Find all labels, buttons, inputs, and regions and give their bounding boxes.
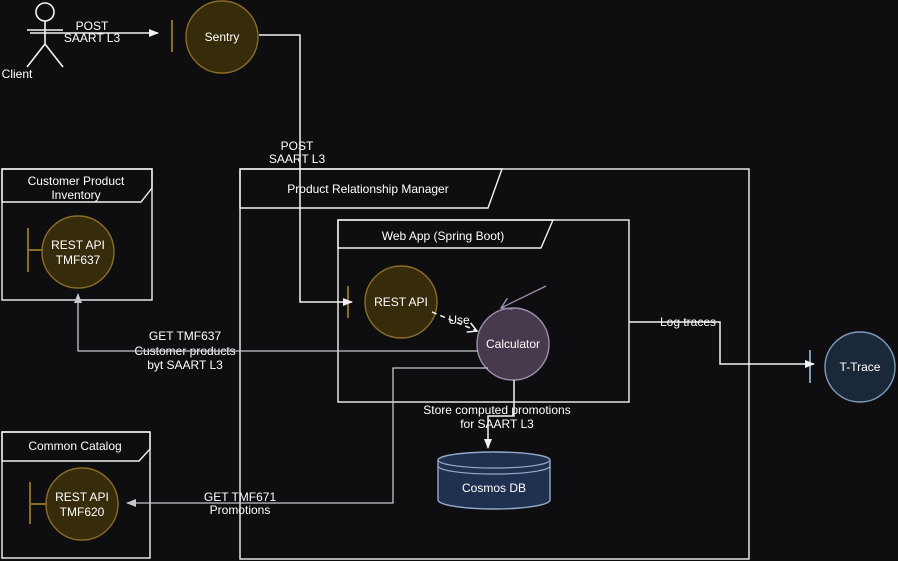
edge-calculator-to-cosmos[interactable] xyxy=(484,380,515,449)
node-cosmos-db[interactable] xyxy=(437,451,551,510)
container-web-app[interactable] xyxy=(337,219,630,403)
edge-post-prm-label1: POST xyxy=(281,139,314,153)
t-trace-label: T-Trace xyxy=(840,360,881,374)
calculator-annotation-arrow xyxy=(499,285,547,310)
node-rest-api[interactable] xyxy=(364,265,438,339)
calculator-label: Calculator xyxy=(486,337,540,351)
cylinder-rim-2 xyxy=(437,465,551,475)
edge-store-label1: Store computed promotions xyxy=(423,403,570,417)
catalog-title: Common Catalog xyxy=(28,439,121,453)
prm-title: Product Relationship Manager xyxy=(287,182,448,196)
edge-get-tmf671-label1: GET TMF671 xyxy=(204,490,277,504)
node-sentry[interactable] xyxy=(185,0,259,74)
node-rest-api-tmf637[interactable] xyxy=(41,215,115,289)
edge-post-prm-label2: SAART L3 xyxy=(269,152,326,166)
edge-get-tmf671-label2: Promotions xyxy=(210,503,271,517)
edge-get-tmf637-label1: GET TMF637 xyxy=(149,329,222,343)
cpi-label-tab xyxy=(1,168,153,203)
edge-use-dashed[interactable] xyxy=(431,311,479,333)
cpi-title-line1: Customer Product xyxy=(28,174,125,188)
tmf620-label-line2: TMF620 xyxy=(60,505,105,519)
sentry-label: Sentry xyxy=(205,30,240,44)
actor-label: Client xyxy=(2,67,33,81)
catalog-label-tab xyxy=(1,431,151,462)
rest-api-label: REST API xyxy=(374,295,428,309)
edge-store-label2: for SAART L3 xyxy=(460,417,534,431)
tmf637-socket-icon xyxy=(27,228,43,272)
cpi-title-line2: Inventory xyxy=(51,188,100,202)
webapp-title: Web App (Spring Boot) xyxy=(382,229,505,243)
edge-webapp-to-t-trace[interactable] xyxy=(629,321,815,368)
tmf637-label-line1: REST API xyxy=(51,238,105,252)
webapp-label-tab xyxy=(337,219,555,249)
cosmos-label: Cosmos DB xyxy=(462,481,526,495)
edge-get-tmf637-label3: byt SAART L3 xyxy=(147,358,223,372)
cylinder-rim-1 xyxy=(437,459,551,469)
tmf637-label-line2: TMF637 xyxy=(56,253,101,267)
database-cylinder-icon xyxy=(437,451,551,510)
node-t-trace[interactable] xyxy=(824,331,896,403)
prm-label-tab xyxy=(239,168,503,209)
edge-calculator-to-tmf637[interactable] xyxy=(74,293,478,352)
edge-calculator-to-tmf620[interactable] xyxy=(126,367,488,507)
edge-post-client-label1: POST xyxy=(76,19,109,33)
edge-sentry-to-rest-api[interactable] xyxy=(259,34,353,306)
node-calculator[interactable] xyxy=(476,307,550,381)
edge-post-client-label2: SAART L3 xyxy=(64,31,121,45)
tmf620-socket-icon xyxy=(29,482,47,524)
edge-use-label: Use xyxy=(448,313,470,327)
node-rest-api-tmf620[interactable] xyxy=(45,467,119,541)
container-common-catalog[interactable] xyxy=(1,431,151,559)
tmf620-label-line1: REST API xyxy=(55,490,109,504)
client-actor-icon[interactable] xyxy=(26,2,64,68)
